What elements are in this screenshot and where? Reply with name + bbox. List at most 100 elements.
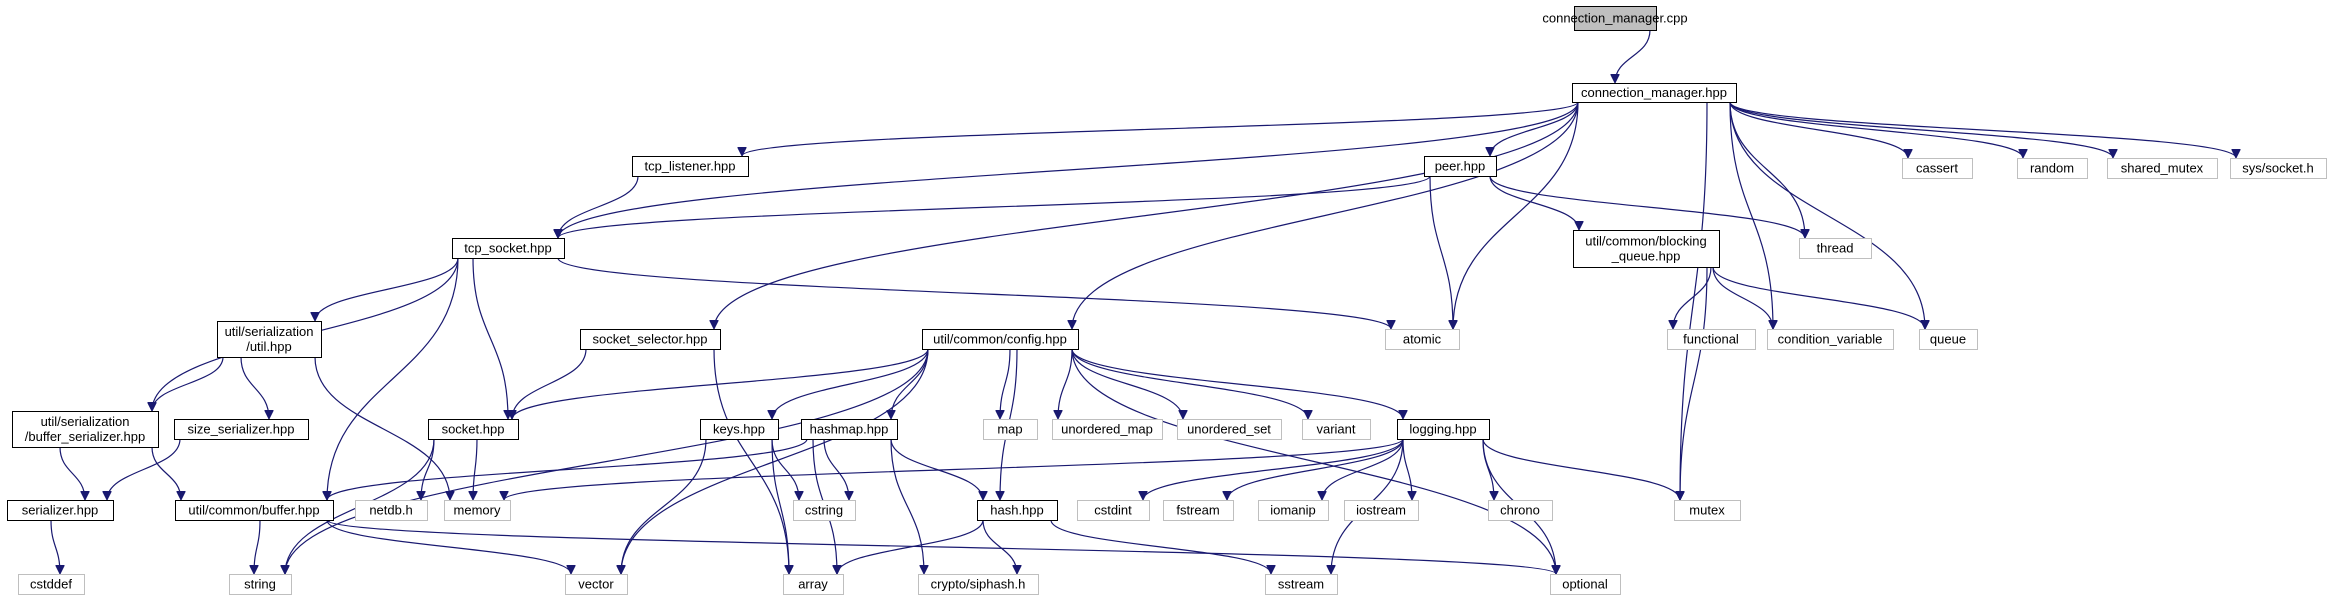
- node-socket-hpp[interactable]: socket.hpp: [428, 419, 519, 440]
- node-socket-selector-hpp[interactable]: socket_selector.hpp: [580, 329, 721, 350]
- node-buffer-serializer-hpp[interactable]: util/serialization/buffer_serializer.hpp: [12, 411, 159, 448]
- node-box: [2107, 158, 2218, 179]
- edge-tcp-socket-hpp-to-socket-hpp: [472, 257, 508, 419]
- node-buffer-hpp[interactable]: util/common/buffer.hpp: [175, 500, 334, 521]
- node-hash-hpp[interactable]: hash.hpp: [977, 500, 1058, 521]
- edge-config-hpp-to-optional: [1071, 348, 1556, 574]
- node-tcp-socket-hpp[interactable]: tcp_socket.hpp: [452, 238, 565, 259]
- node-box: [1799, 238, 1872, 259]
- node-keys-hpp[interactable]: keys.hpp: [700, 419, 779, 440]
- node-label: sys/socket.h: [2242, 161, 2314, 176]
- node-label: chrono: [1500, 503, 1540, 518]
- node-box: [355, 500, 428, 521]
- edge-connection-manager-hpp-to-sys-socket-h: [1729, 101, 2236, 159]
- node-label: variant: [1316, 422, 1355, 437]
- node-label: util/serialization: [41, 414, 130, 429]
- edge-peer-hpp-to-thread: [1489, 175, 1805, 239]
- node-box: [1302, 419, 1371, 440]
- node-variant: variant: [1302, 419, 1371, 440]
- node-box: [2230, 158, 2327, 179]
- node-label: mutex: [1689, 503, 1725, 518]
- node-random: random: [2017, 158, 2088, 179]
- node-serializer-hpp[interactable]: serializer.hpp: [7, 500, 114, 521]
- edges-layer: [50, 29, 2236, 575]
- node-config-hpp[interactable]: util/common/config.hpp: [922, 329, 1079, 350]
- edge-keys-hpp-to-vector: [621, 438, 707, 574]
- edge-config-hpp-to-logging-hpp: [1071, 348, 1403, 420]
- node-blocking-queue-hpp[interactable]: util/common/blocking_queue.hpp: [1573, 230, 1720, 268]
- edge-hashmap-hpp-to-siphash-h: [890, 438, 924, 574]
- node-hashmap-hpp[interactable]: hashmap.hpp: [801, 419, 898, 440]
- node-label: size_serializer.hpp: [188, 422, 295, 437]
- node-box: [7, 500, 114, 521]
- edge-peer-hpp-to-tcp-socket-hpp: [558, 175, 1431, 239]
- edge-buffer-serializer-hpp-to-buffer-hpp: [151, 446, 181, 500]
- edge-logging-hpp-to-cstdint: [1143, 438, 1404, 501]
- node-box: [918, 574, 1039, 595]
- edge-blocking-queue-hpp-to-mutex: [1680, 266, 1708, 500]
- node-tcp-listener-hpp[interactable]: tcp_listener.hpp: [632, 156, 749, 177]
- edge-logging-hpp-to-iomanip: [1322, 438, 1404, 501]
- node-chrono: chrono: [1488, 500, 1553, 521]
- edge-tcp-listener-hpp-to-tcp-socket-hpp: [558, 175, 639, 239]
- edge-config-hpp-to-vector: [621, 348, 929, 574]
- edge-blocking-queue-hpp-to-queue: [1712, 266, 1925, 330]
- edge-connection-manager-hpp-to-random: [1729, 101, 2023, 159]
- node-label: iomanip: [1270, 503, 1316, 518]
- edge-connection-manager-hpp-to-tcp-listener-hpp: [742, 101, 1579, 157]
- node-box: [1767, 329, 1894, 350]
- edge-tcp-socket-hpp-to-buffer-hpp: [327, 257, 459, 500]
- edge-config-hpp-to-unordered-set: [1071, 348, 1183, 420]
- node-box: [977, 500, 1058, 521]
- node-box: [12, 411, 159, 448]
- node-box: [1424, 156, 1497, 177]
- node-fstream: fstream: [1163, 500, 1234, 521]
- node-label: hash.hpp: [990, 503, 1044, 518]
- node-label: util/serialization: [225, 324, 314, 339]
- node-mutex: mutex: [1674, 500, 1741, 521]
- node-iostream: iostream: [1344, 500, 1419, 521]
- node-label: random: [2030, 161, 2074, 176]
- node-cstddef: cstddef: [18, 574, 85, 595]
- node-size-serializer-hpp[interactable]: size_serializer.hpp: [174, 419, 309, 440]
- node-netdb-h: netdb.h: [355, 500, 428, 521]
- node-connection-manager-cpp[interactable]: connection_manager.cpp: [1542, 6, 1688, 31]
- edge-buffer-hpp-to-string: [254, 519, 261, 574]
- node-unordered-map: unordered_map: [1052, 419, 1163, 440]
- node-label: iostream: [1356, 503, 1406, 518]
- node-logging-hpp[interactable]: logging.hpp: [1397, 419, 1490, 440]
- node-label: crypto/siphash.h: [931, 577, 1026, 592]
- edge-logging-hpp-to-memory: [504, 438, 1404, 501]
- node-label: atomic: [1403, 332, 1442, 347]
- node-box: [793, 500, 856, 521]
- node-label: _queue.hpp: [1611, 249, 1681, 264]
- node-box: [1674, 500, 1741, 521]
- node-label: sstream: [1278, 577, 1324, 592]
- edge-size-serializer-hpp-to-serializer-hpp: [107, 438, 181, 501]
- node-box: [632, 156, 749, 177]
- node-label: hashmap.hpp: [810, 422, 889, 437]
- node-box: [174, 419, 309, 440]
- edge-connection-manager-hpp-to-mutex: [1680, 101, 1708, 500]
- node-label: cassert: [1916, 161, 1958, 176]
- edge-connection-manager-hpp-to-cassert: [1729, 101, 1908, 159]
- edge-socket-selector-hpp-to-socket-hpp: [512, 348, 587, 419]
- edge-connection-manager-hpp-to-shared-mutex: [1729, 101, 2113, 159]
- node-box: [580, 329, 721, 350]
- node-condition-variable: condition_variable: [1767, 329, 1894, 350]
- node-box: [1574, 6, 1657, 31]
- node-label: util/common/buffer.hpp: [188, 503, 319, 518]
- node-label: socket.hpp: [442, 422, 505, 437]
- node-shared-mutex: shared_mutex: [2107, 158, 2218, 179]
- edge-logging-hpp-to-chrono: [1482, 438, 1494, 500]
- node-label: cstring: [805, 503, 843, 518]
- node-peer-hpp[interactable]: peer.hpp: [1424, 156, 1497, 177]
- edge-config-hpp-to-keys-hpp: [772, 348, 929, 420]
- node-label: thread: [1817, 241, 1854, 256]
- node-connection-manager-hpp[interactable]: connection_manager.hpp: [1572, 83, 1737, 103]
- node-util-hpp[interactable]: util/serialization/util.hpp: [217, 321, 322, 358]
- node-box: [1573, 230, 1720, 268]
- node-label: fstream: [1176, 503, 1219, 518]
- node-sys-socket-h: sys/socket.h: [2230, 158, 2327, 179]
